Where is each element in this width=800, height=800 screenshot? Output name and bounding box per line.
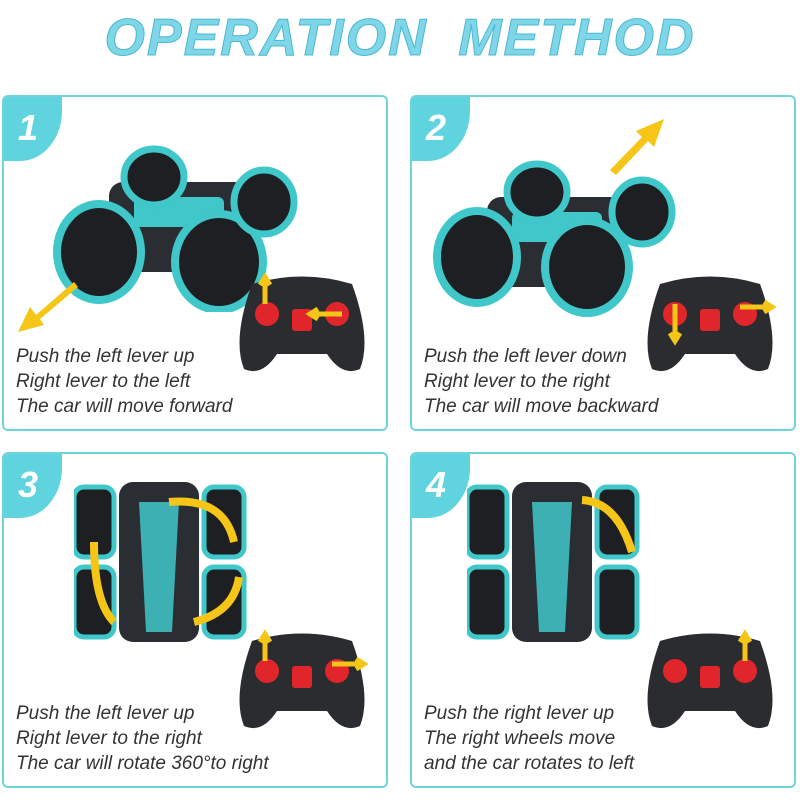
step-number-badge: 1 xyxy=(4,97,62,161)
step-number-badge: 2 xyxy=(412,97,470,161)
instruction-text: Push the right lever up The right wheels… xyxy=(424,701,634,776)
instruction-line: Push the left lever up xyxy=(16,346,195,367)
remote-controller-image xyxy=(239,629,369,729)
car-top-view-image xyxy=(467,482,640,642)
instruction-line: The car will move backward xyxy=(424,396,659,417)
instruction-line: Right lever to the right xyxy=(424,371,610,392)
instruction-line: Right lever to the left xyxy=(16,371,191,392)
step-number-badge: 3 xyxy=(4,454,62,518)
remote-controller-image xyxy=(647,629,773,729)
forward-arrow-icon xyxy=(18,282,78,332)
instruction-line: The car will rotate 360°to right xyxy=(16,753,269,774)
car-side-view-image xyxy=(53,145,298,312)
instruction-line: Right lever to the right xyxy=(16,728,202,749)
step-panel-3: 3 Push the left lever up Right lever to … xyxy=(2,452,388,788)
step-panel-1: 1 Push the left lever up Right lever to … xyxy=(2,95,388,431)
remote-controller-image xyxy=(239,272,365,372)
instruction-line: The car will move forward xyxy=(16,396,233,417)
step-panel-2: 2 Push the left lever down Right lever t… xyxy=(410,95,796,431)
instruction-line: and the car rotates to left xyxy=(424,753,635,774)
car-side-view-image xyxy=(433,160,676,317)
instruction-text: Push the left lever down Right lever to … xyxy=(424,344,658,419)
step-panel-4: 4 Push the right lever up The right whee… xyxy=(410,452,796,788)
page-title: OPERATION METHOD xyxy=(104,9,696,68)
instruction-text: Push the left lever up Right lever to th… xyxy=(16,344,232,419)
car-top-view-image xyxy=(74,482,247,642)
instruction-line: Push the left lever down xyxy=(424,346,627,367)
backward-arrow-icon xyxy=(610,119,664,175)
step-number-badge: 4 xyxy=(412,454,470,518)
instruction-line: Push the right lever up xyxy=(424,703,615,724)
remote-controller-image xyxy=(647,276,777,372)
instruction-line: Push the left lever up xyxy=(16,703,195,724)
instruction-line: The right wheels move xyxy=(424,728,616,749)
instruction-text: Push the left lever up Right lever to th… xyxy=(16,701,269,776)
